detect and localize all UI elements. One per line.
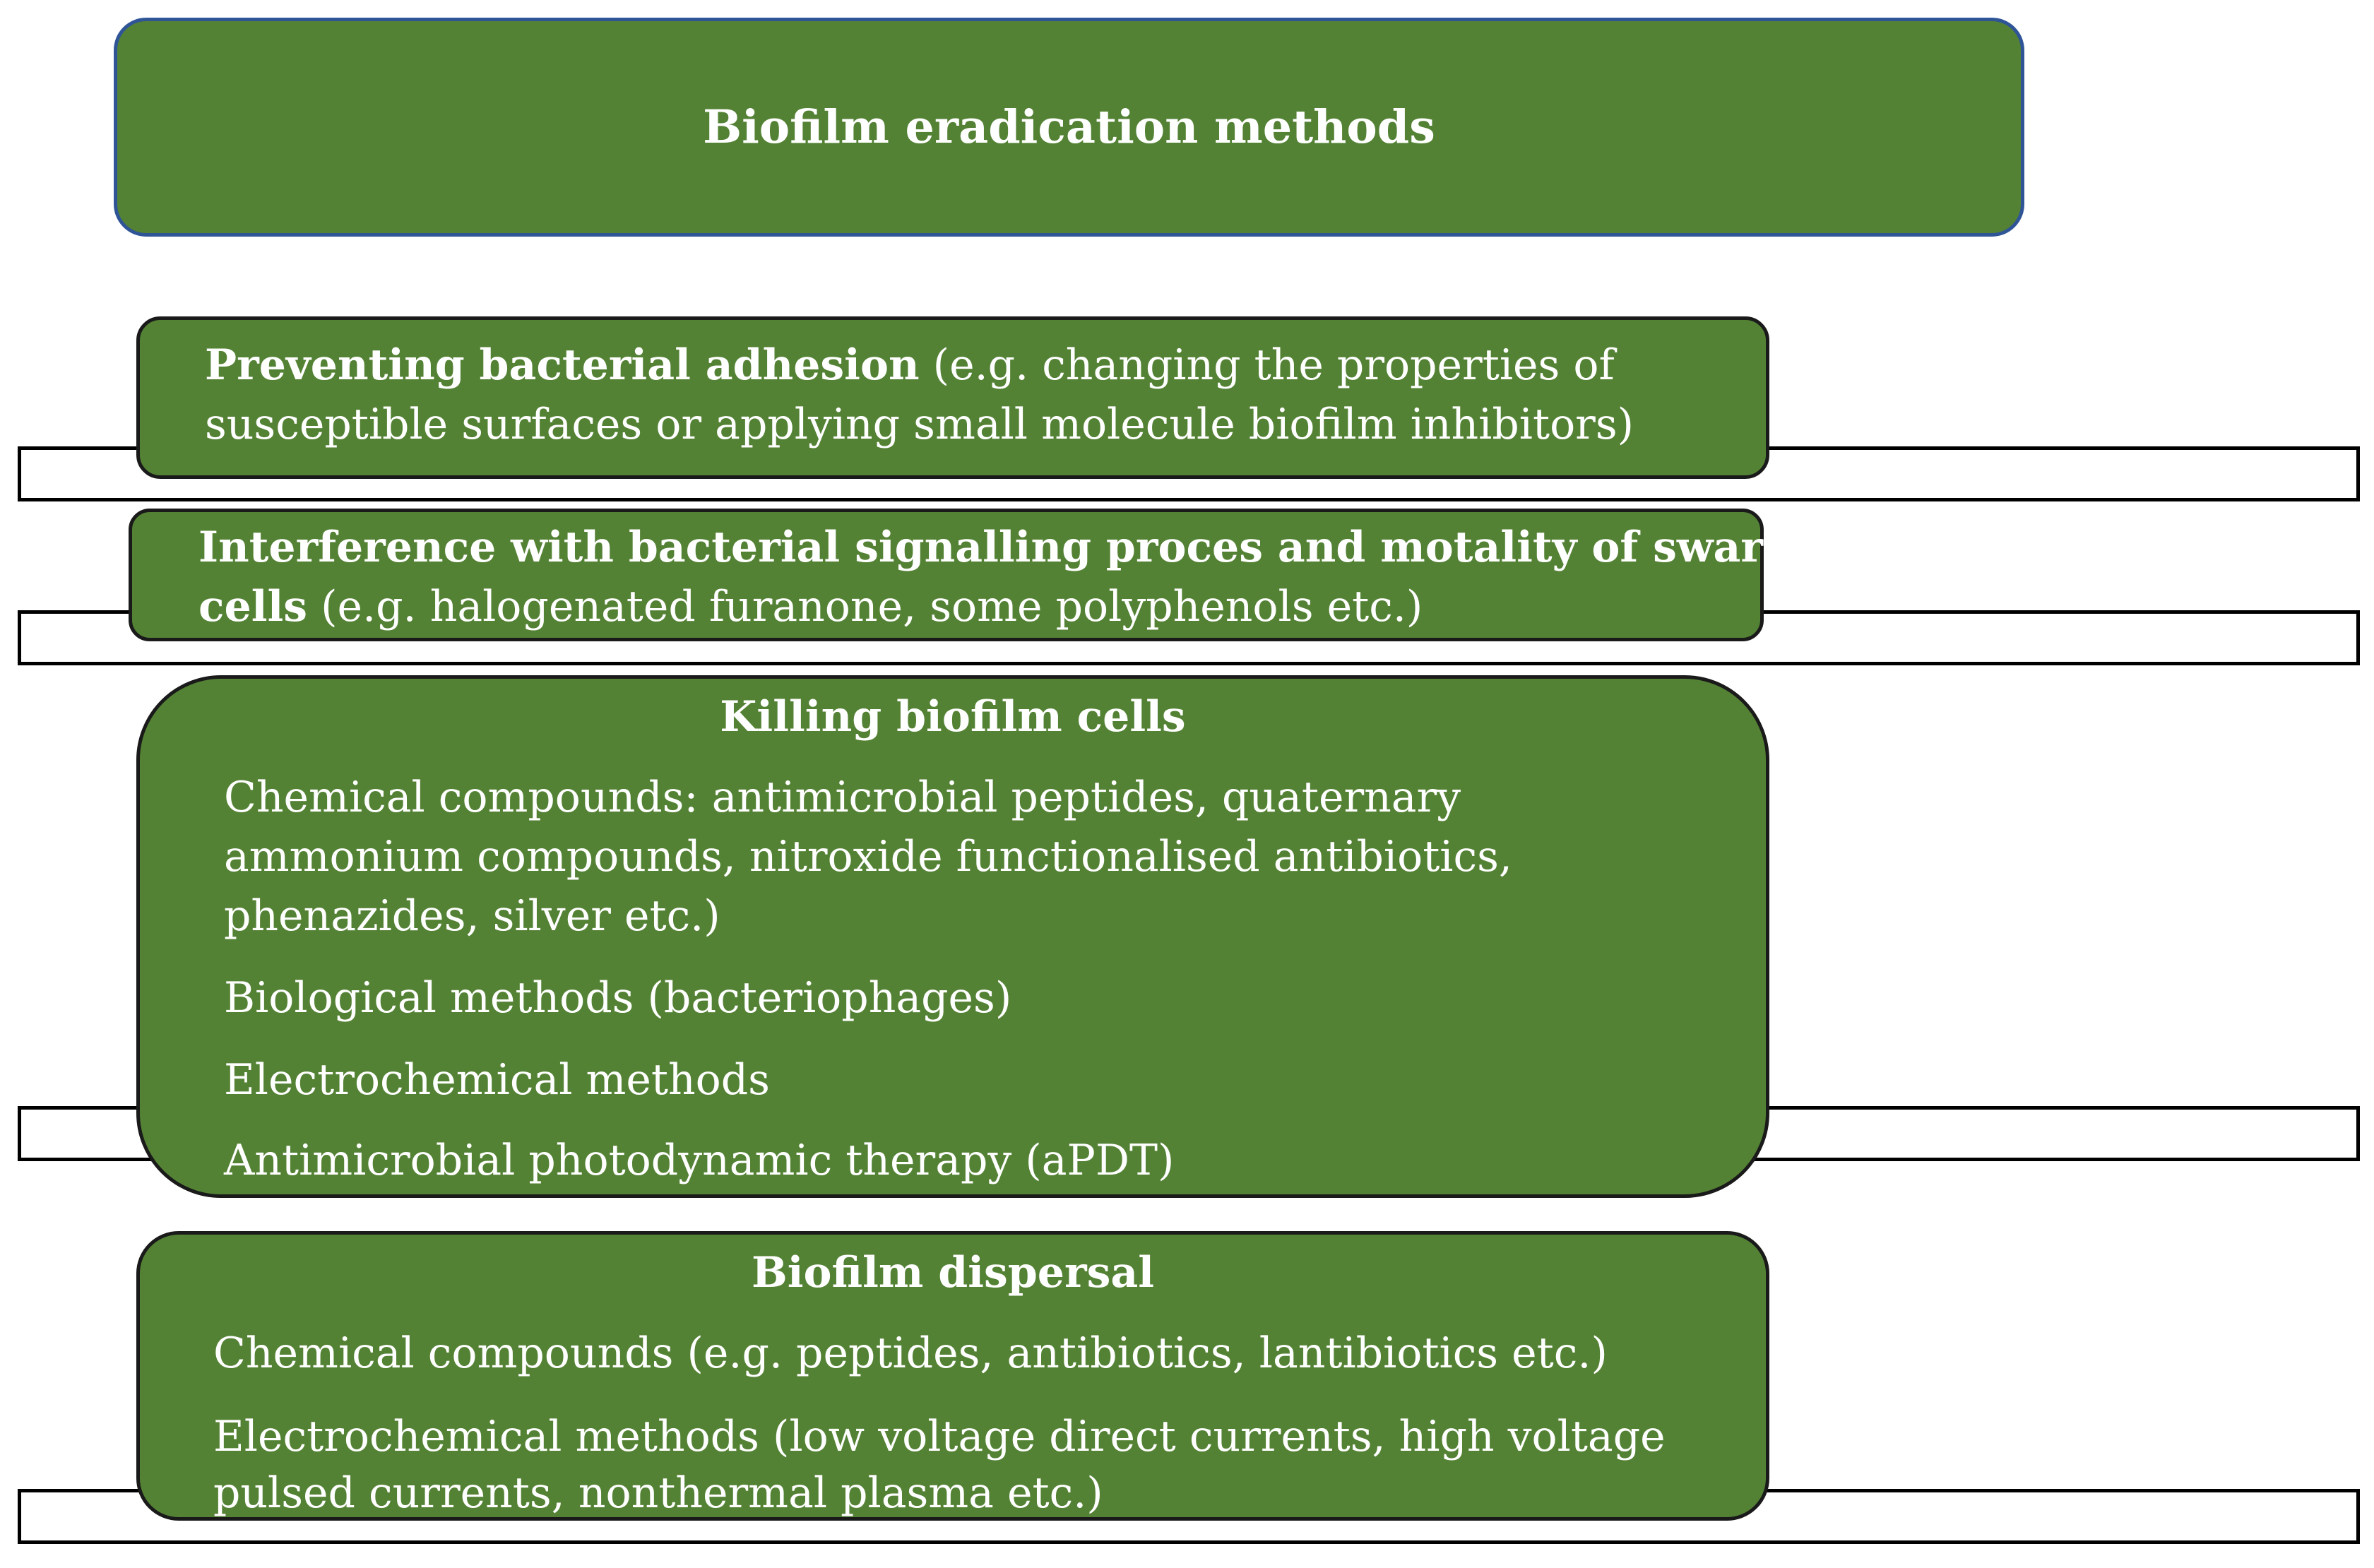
killing-item-biological: Biological methods (bacteriophages)	[224, 973, 1012, 1023]
prevent-adhesion-detail-1: (e.g. changing the properties of	[919, 340, 1615, 390]
killing-box: Killing biofilm cells Chemical compounds…	[136, 675, 1769, 1198]
diagram-title: Biofilm eradication methods	[703, 100, 1435, 154]
dispersal-box: Biofilm dispersal Chemical compounds (e.…	[136, 1231, 1769, 1521]
killing-item-chemical-1: Chemical compounds: antimicrobial peptid…	[224, 773, 1461, 822]
prevent-adhesion-detail-2: susceptible surfaces or applying small m…	[205, 400, 1634, 449]
dispersal-item-electrochemical-1: Electrochemical methods (low voltage dir…	[213, 1412, 1666, 1461]
dispersal-item-electrochemical-2: pulsed currents, nonthermal plasma etc.)	[213, 1468, 1103, 1518]
killing-item-chemical-3: phenazides, silver etc.)	[224, 891, 720, 941]
interference-detail: (e.g. halogenated furanone, some polyphe…	[307, 582, 1423, 631]
prevent-adhesion-box: Preventing bacterial adhesion (e.g. chan…	[136, 316, 1769, 479]
killing-heading: Killing biofilm cells	[720, 692, 1186, 742]
prevent-adhesion-heading: Preventing bacterial adhesion	[205, 340, 920, 390]
interference-heading-1: Interference with bacterial signalling p…	[198, 523, 1808, 572]
killing-item-chemical-2: ammonium compounds, nitroxide functional…	[224, 832, 1512, 881]
interference-line-2: cells (e.g. halogenated furanone, some p…	[198, 577, 1423, 636]
interference-heading-2: cells	[198, 582, 308, 631]
dispersal-heading: Biofilm dispersal	[751, 1248, 1155, 1297]
prevent-adhesion-line-1: Preventing bacterial adhesion (e.g. chan…	[205, 335, 1615, 395]
dispersal-item-chemical: Chemical compounds (e.g. peptides, antib…	[213, 1329, 1608, 1378]
interference-line-1: Interference with bacterial signalling p…	[198, 518, 1808, 577]
killing-item-electrochemical: Electrochemical methods	[224, 1055, 770, 1105]
interference-box: Interference with bacterial signalling p…	[129, 509, 1808, 641]
killing-item-photodynamic: Antimicrobial photodynamic therapy (aPDT…	[224, 1136, 1175, 1185]
title-box: Biofilm eradication methods	[114, 18, 2024, 237]
